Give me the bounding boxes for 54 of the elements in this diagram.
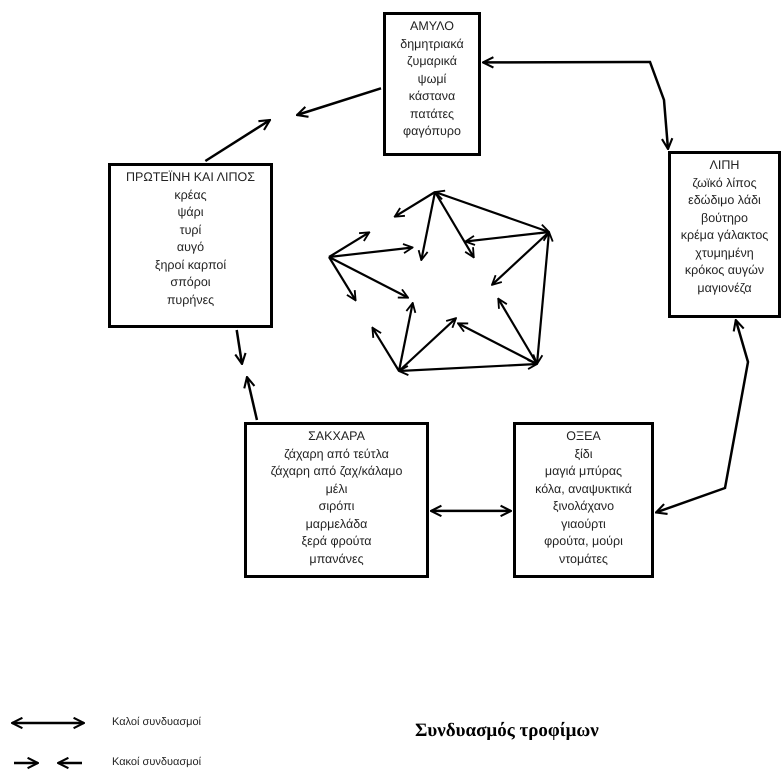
- food-item: ζάχαρη από τεύτλα: [284, 446, 389, 463]
- food-group-box: [383, 12, 481, 156]
- food-item: κόλα, αναψυκτικά: [535, 480, 632, 498]
- group-heading: ΣΑΚΧΑΡΑ: [308, 428, 365, 445]
- food-item: φρούτα, μούρι: [544, 533, 623, 550]
- food-item: μαγιά μπύρας: [544, 463, 622, 480]
- food-group-box: [668, 151, 781, 318]
- food-item: ντομάτες: [559, 550, 608, 568]
- food-item: δημητριακά: [400, 36, 464, 53]
- food-item: κρόκος αυγών: [684, 262, 764, 279]
- group-heading: ΠΡΩΤΕΪΝΗ ΚΑΙ ΛΙΠΟΣ: [126, 169, 255, 186]
- food-item: σιρόπι: [318, 498, 354, 515]
- diagram-title: Συνδυασμός τροφίμων: [415, 720, 599, 742]
- arrow: [204, 118, 272, 162]
- food-item: αυγό: [176, 239, 204, 256]
- arrow: [234, 330, 247, 366]
- group-heading: ΑΜΥΛΟ: [410, 18, 454, 35]
- food-item: μαγιονέζα: [697, 280, 752, 297]
- food-group-box: [108, 163, 273, 328]
- food-item: ξινολάχανο: [552, 498, 614, 515]
- food-item: φαγόπυρο: [403, 123, 461, 140]
- food-item: κρέμα γάλακτος: [680, 227, 768, 244]
- food-item: ξίδι: [574, 446, 593, 462]
- food-item: μαρμελάδα: [306, 516, 368, 533]
- arrow: [243, 376, 258, 420]
- group-heading: ΟΞΕΑ: [566, 428, 601, 445]
- food-item: ζωϊκό λίπος: [692, 174, 757, 192]
- food-group-box: [244, 422, 429, 578]
- food-item: μέλι: [326, 480, 348, 498]
- arrow: [296, 87, 382, 118]
- food-item: εδώδιμο λάδι: [688, 192, 761, 209]
- food-item: κρέας: [174, 186, 207, 204]
- food-item: ζυμαρικά: [407, 53, 457, 70]
- food-item: ψάρι: [177, 204, 204, 221]
- double-arrow: [482, 56, 674, 150]
- food-item: πατάτες: [410, 106, 454, 122]
- food-item: κάστανα: [408, 88, 456, 105]
- food-item: πυρήνες: [166, 292, 214, 309]
- food-item: γιαούρτι: [561, 516, 606, 533]
- food-item: βούτηρο: [701, 210, 748, 227]
- food-item: ζάχαρη από ζαχ/κάλαμο: [270, 463, 402, 480]
- food-item: τυρί: [180, 222, 202, 239]
- food-item: ξηροί καρποί: [154, 256, 226, 274]
- food-group-box: [513, 422, 654, 578]
- double-arrow: [430, 504, 512, 518]
- food-item: χτυμημένη: [695, 244, 754, 262]
- food-item: ξερά φρούτα: [302, 533, 372, 550]
- food-item: μπανάνες: [309, 550, 364, 568]
- double-arrow: [654, 318, 750, 515]
- legend-text: Καλοί συνδυασμοί: [112, 716, 202, 728]
- food-item: σπόροι: [170, 274, 211, 291]
- food-item: ψωμί: [418, 70, 446, 88]
- legend-text: Κακοί συνδυασμοί: [112, 756, 202, 768]
- group-heading: ΛΙΠΗ: [710, 157, 740, 174]
